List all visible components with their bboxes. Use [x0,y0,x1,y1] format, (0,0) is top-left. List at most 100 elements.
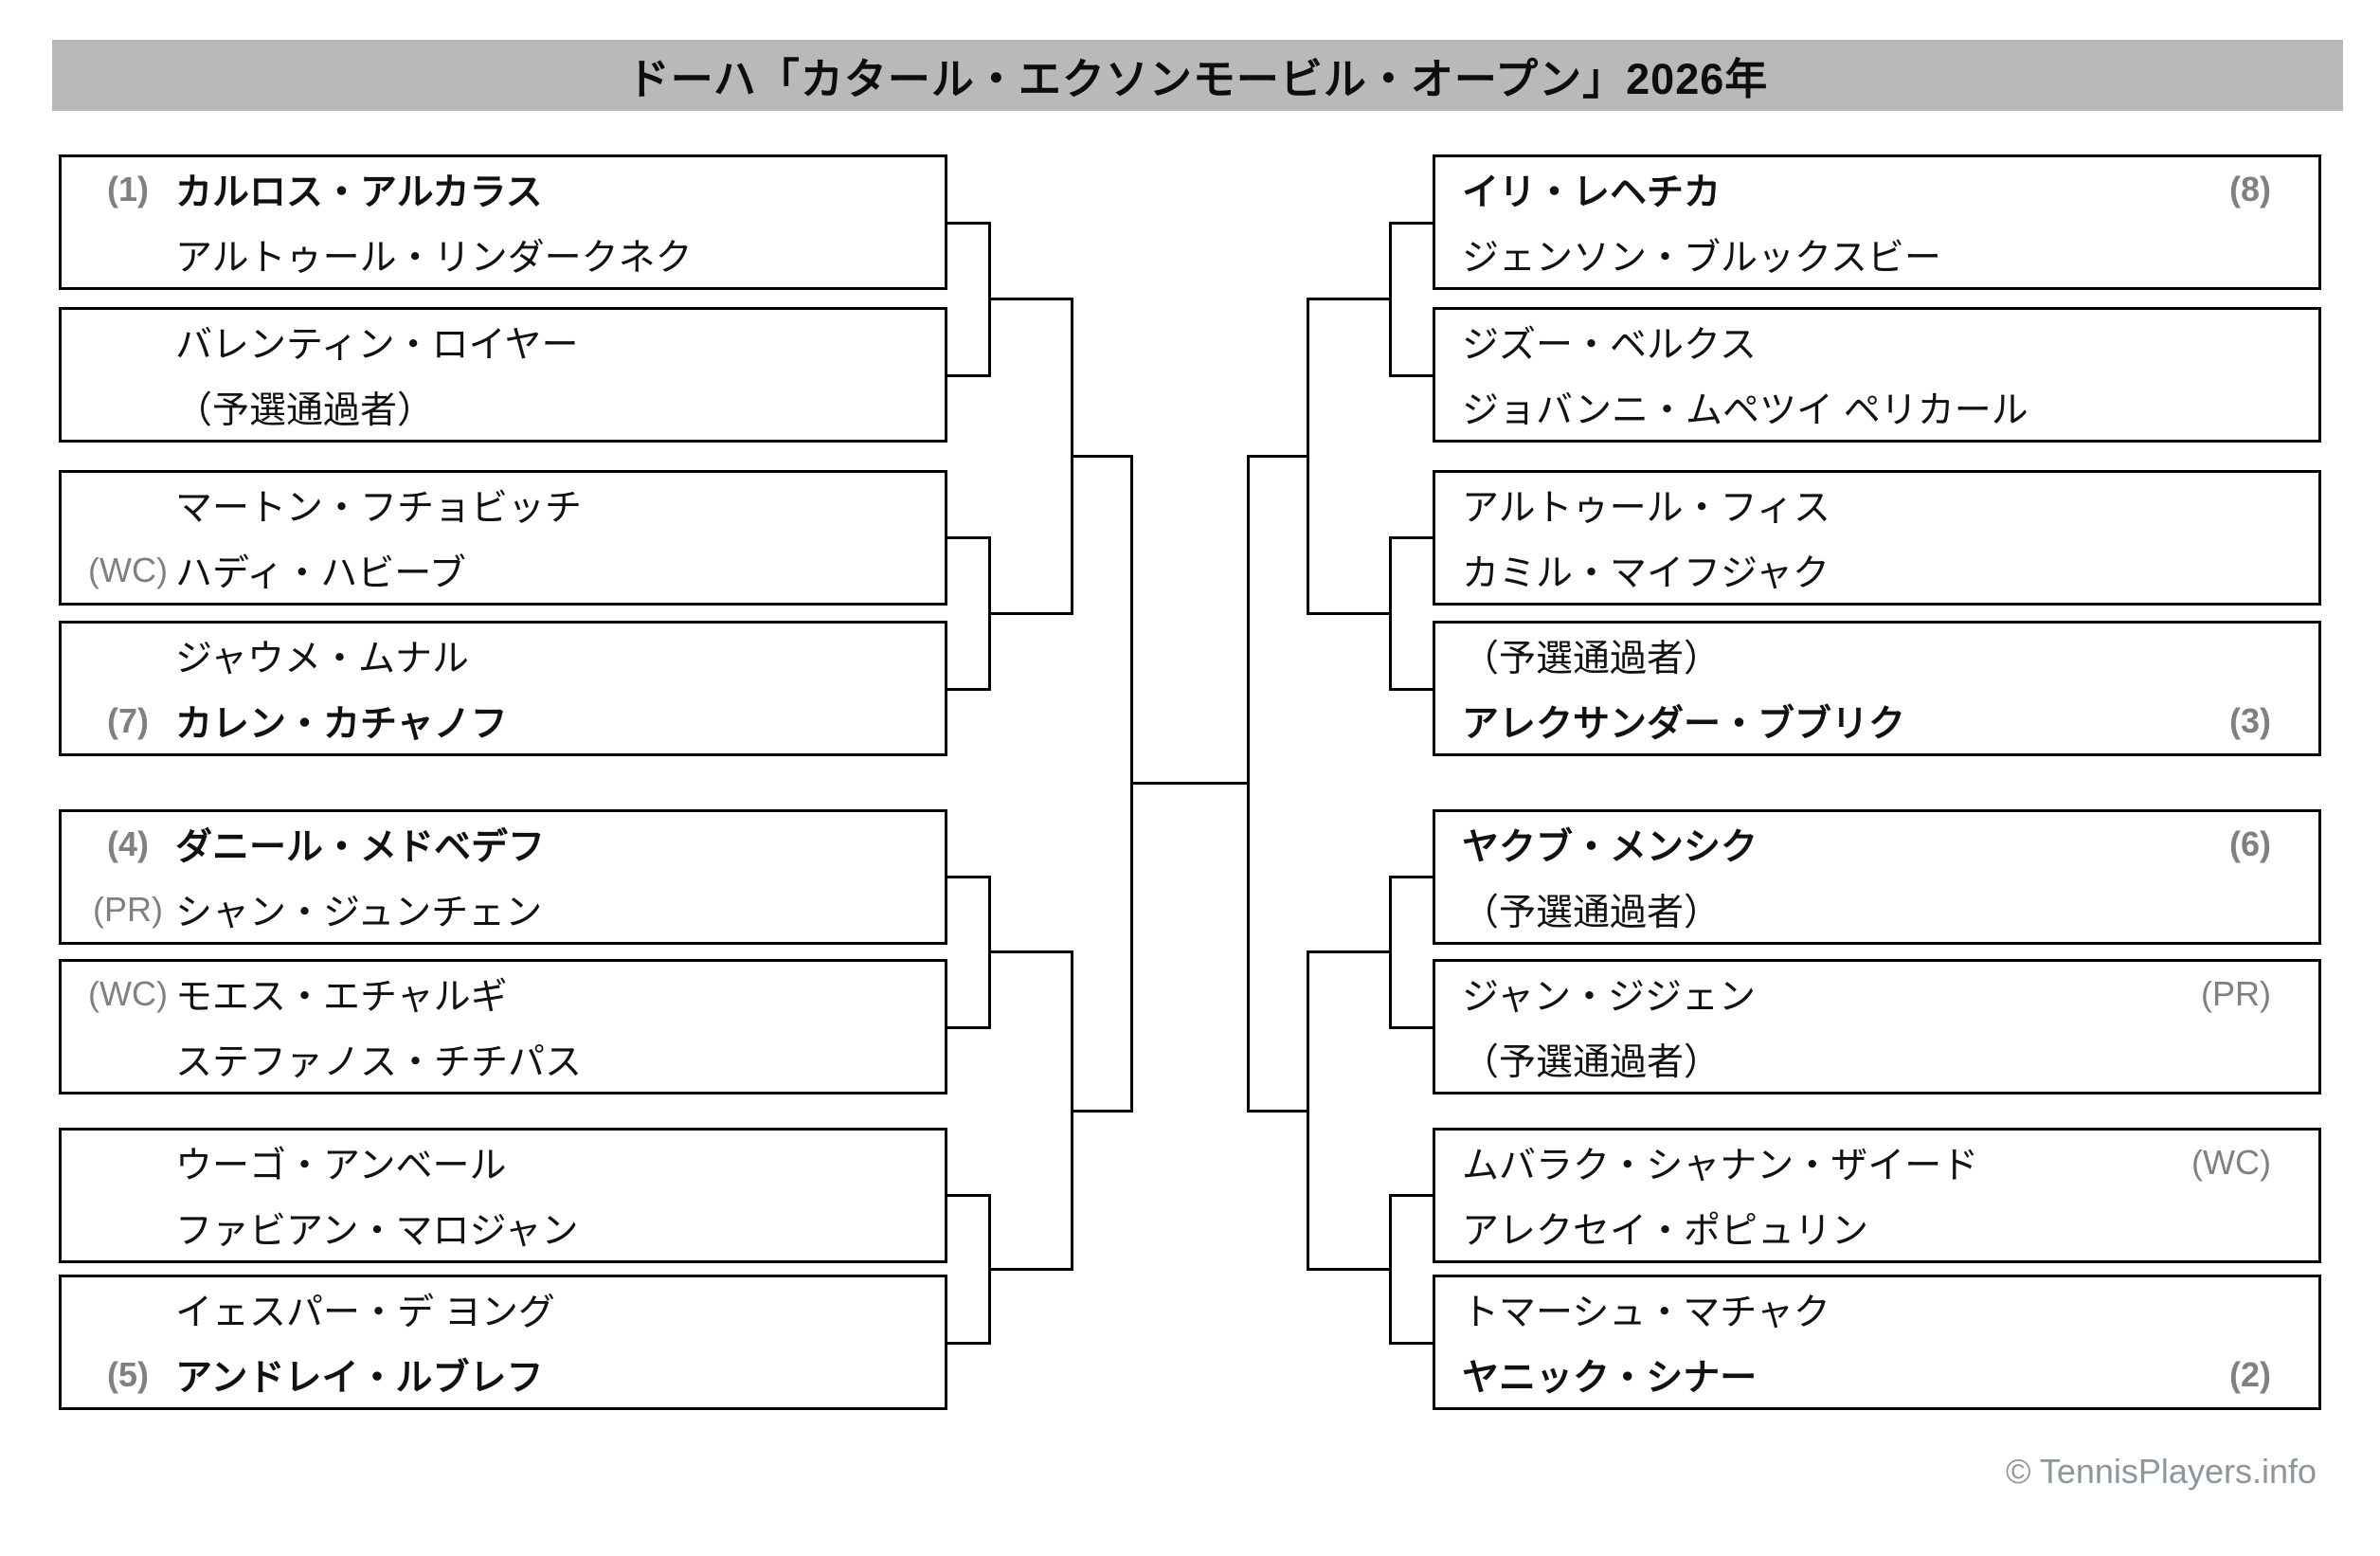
match-box-left-3: マートン・フチョビッチ (WC)ハディ・ハビーブ [59,470,947,606]
player-name: カレン・カチャノフ [175,703,508,745]
player-row: アレクサンダー・ブブリク (3) [1435,689,2318,754]
player-name: ジャン・ジジェン [1462,977,1757,1019]
player-row: (PR) シャン・ジュンチェン [62,878,945,943]
player-row: ジャン・ジジェン (PR) [1435,962,2318,1027]
player-row: (5) アンドレイ・ルブレフ [62,1343,945,1408]
player-row: ヤクブ・メンシク(6) [1435,812,2318,878]
player-row: イェスパー・デ ヨング [62,1277,945,1343]
match-box-right-6: ジャン・ジジェン (PR) （予選通過者） [1433,959,2321,1095]
seed-badge: (5) [107,1354,149,1394]
player-row: （予選通過者） [1435,624,2318,689]
player-row: （予選通過者） [1435,878,2318,943]
player-name: ジャウメ・ムナル [175,639,470,680]
bracket-connector [947,876,991,1029]
bracket-connector [1247,455,1308,1113]
player-name: バレンティン・ロイヤー [175,325,579,367]
bracket-connector [947,222,991,377]
player-name: イェスパー・デ ヨング [175,1293,555,1334]
bracket-connector [1389,1194,1433,1345]
bracket-connector [1131,782,1247,785]
match-box-left-4: ジャウメ・ムナル (7)カレン・カチャノフ [59,621,947,756]
copyright-credit: © TennisPlayers.info [2005,1452,2317,1491]
player-name: モエス・エチャルギ [175,977,508,1019]
player-row: (1) カルロス・アルカラス [62,157,945,223]
seed-badge: (3) [2229,700,2271,740]
player-name: マートン・フチョビッチ [175,488,583,530]
bracket-connector [1307,950,1391,1271]
match-box-left-8: イェスパー・デ ヨング (5) アンドレイ・ルブレフ [59,1275,947,1410]
player-row: アレクセイ・ポピュリン [1435,1196,2318,1261]
player-name: アレクセイ・ポピュリン [1462,1210,1869,1252]
player-row: ジェンソン・ブルックスビー [1435,223,2318,288]
bracket-connector [1389,876,1433,1029]
player-row: (WC)ハディ・ハビーブ [62,538,945,604]
seed-badge: (2) [2229,1354,2271,1394]
player-row: イリ・レヘチカ (8) [1435,157,2318,223]
player-name: ヤクブ・メンシク [1462,827,1758,869]
tournament-title: ドーハ「カタール・エクソンモービル・オープン」2026年 [626,55,1769,103]
match-box-right-7: ムバラク・シャナン・ザイード(WC) アレクセイ・ポピュリン [1433,1128,2321,1263]
bracket-connector [989,298,1073,615]
player-name: ジョバンニ・ムペツイ ペリカール [1462,389,2028,431]
player-row: アルトゥール・リンダークネク [62,223,945,288]
player-name: カルロス・アルカラス [175,172,543,214]
player-name: アルトゥール・フィス [1462,488,1830,530]
match-box-right-3: アルトゥール・フィスカミル・マイフジャク [1433,470,2321,606]
bracket-connector [989,950,1073,1271]
player-row: バレンティン・ロイヤー [62,310,945,375]
player-name: トマーシュ・マチャク [1462,1293,1830,1334]
player-name: アルトゥール・リンダークネク [175,237,693,279]
player-name: アレクサンダー・ブブリク [1462,703,1906,745]
bracket-connector [947,536,991,691]
player-name: イリ・レヘチカ [1462,172,1722,214]
match-box-right-8: トマーシュ・マチャクヤニック・シナー(2) [1433,1275,2321,1410]
player-name: シャン・ジュンチェン [175,892,543,933]
player-row: マートン・フチョビッチ [62,473,945,538]
player-row: ステファノス・チチパス [62,1027,945,1093]
player-row: カミル・マイフジャク [1435,538,2318,604]
bracket-connector [1307,298,1391,615]
player-name: ダニール・メドベデフ [175,827,546,869]
player-name: ジェンソン・ブルックスビー [1462,237,1941,279]
match-box-right-4: （予選通過者） アレクサンダー・ブブリク (3) [1433,621,2321,756]
player-row: ムバラク・シャナン・ザイード(WC) [1435,1131,2318,1196]
player-name: ウーゴ・アンベール [175,1146,507,1187]
match-box-left-5: (4) ダニール・メドベデフ (PR) シャン・ジュンチェン [59,809,947,945]
match-box-right-5: ヤクブ・メンシク(6) （予選通過者） [1433,809,2321,945]
player-row: ウーゴ・アンベール [62,1131,945,1196]
player-row: （予選通過者） [1435,1027,2318,1093]
seed-badge: (WC) [88,550,168,589]
player-name: アンドレイ・ルブレフ [175,1357,544,1399]
match-box-left-2: バレンティン・ロイヤー （予選通過者） [59,307,947,443]
player-row: ジョバンニ・ムペツイ ペリカール [1435,375,2318,441]
bracket-connector [947,1194,991,1345]
player-row: (7)カレン・カチャノフ [62,689,945,754]
seed-badge: (4) [107,824,149,864]
player-row: (4) ダニール・メドベデフ [62,812,945,878]
player-row: トマーシュ・マチャク [1435,1277,2318,1343]
bracket-connector [1389,222,1433,377]
player-name: （予選通過者） [175,389,435,431]
player-name: ファビアン・マロジャン [175,1210,579,1252]
player-name: カミル・マイフジャク [1462,552,1830,594]
player-name: ステファノス・チチパス [175,1041,583,1083]
seed-badge: (PR) [2201,974,2271,1014]
player-row: ジャウメ・ムナル [62,624,945,689]
match-box-left-6: (WC)モエス・エチャルギステファノス・チチパス [59,959,947,1095]
player-row: (WC)モエス・エチャルギ [62,962,945,1027]
player-name: （予選通過者） [1462,1041,1722,1083]
player-row: ファビアン・マロジャン [62,1196,945,1261]
player-name: （予選通過者） [1462,892,1722,933]
seed-badge: (WC) [2191,1143,2271,1183]
seed-badge: (WC) [88,974,168,1014]
bracket-connector [1072,455,1133,1113]
bracket-connector [1389,536,1433,691]
seed-badge: (PR) [93,889,163,929]
match-box-left-1: (1) カルロス・アルカラスアルトゥール・リンダークネク [59,154,947,290]
match-box-left-7: ウーゴ・アンベールファビアン・マロジャン [59,1128,947,1263]
player-row: ジズー・ベルクス [1435,310,2318,375]
seed-badge: (1) [107,170,149,209]
player-name: ジズー・ベルクス [1462,325,1757,367]
player-row: アルトゥール・フィス [1435,473,2318,538]
seed-badge: (8) [2229,170,2271,209]
